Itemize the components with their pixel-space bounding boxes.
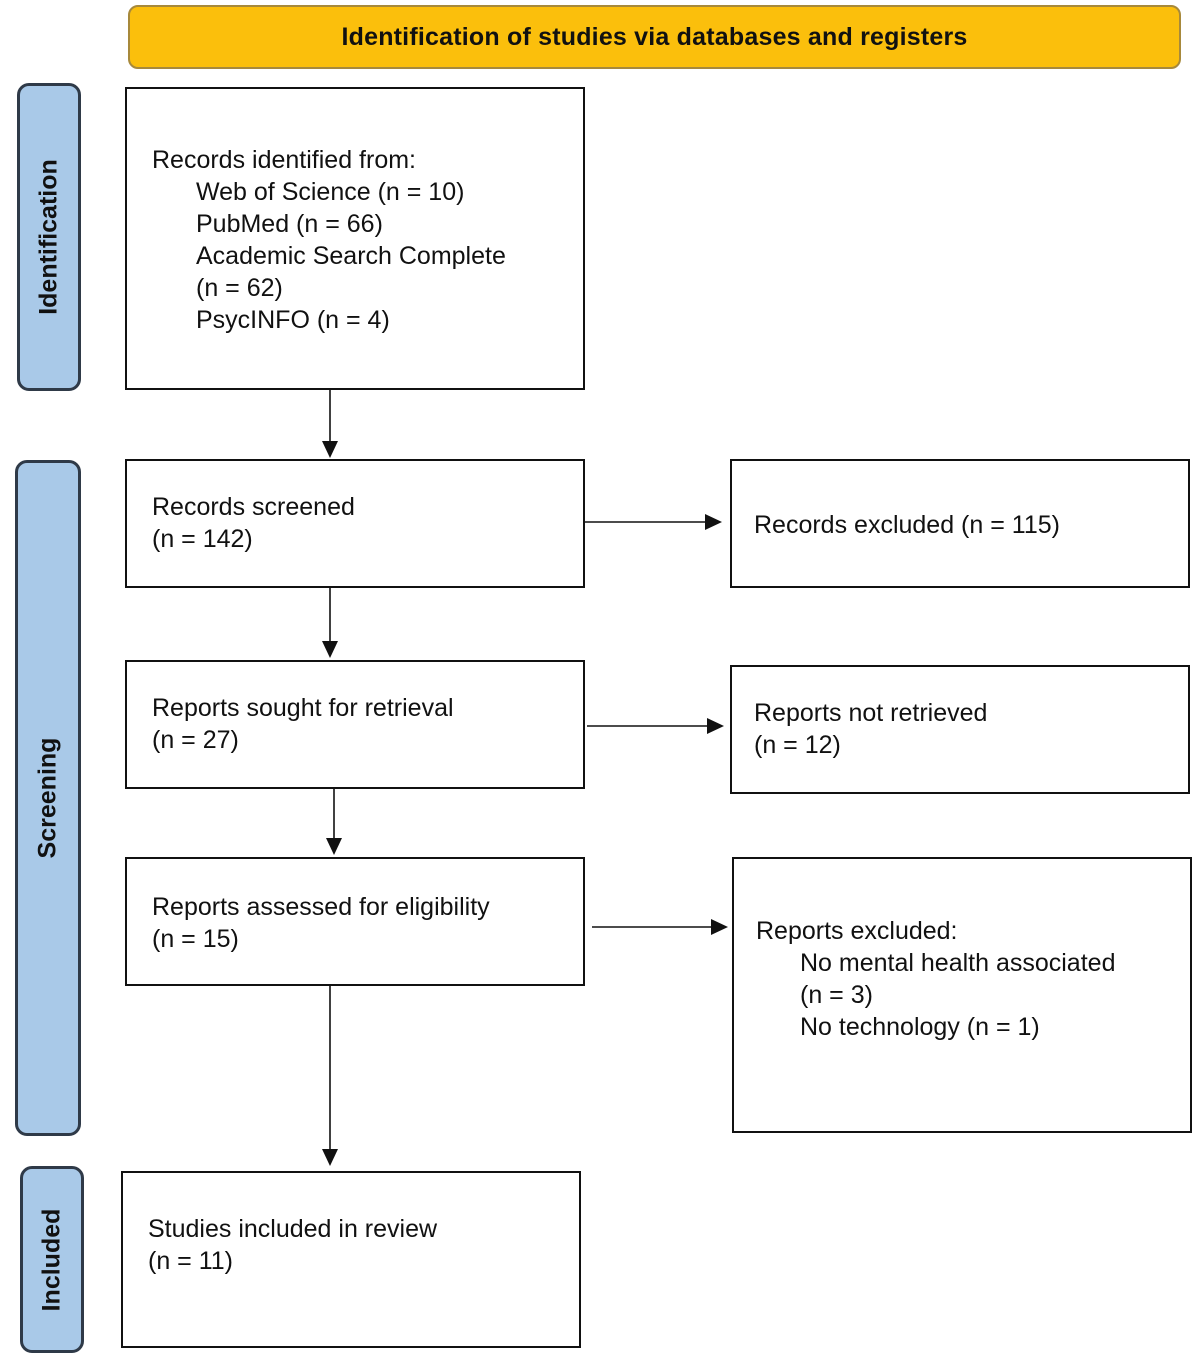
studies-included-count: (n = 11) [148,1247,233,1275]
reports-sought-box: Reports sought for retrieval (n = 27) [125,660,585,789]
arrowhead-down-1 [322,441,338,458]
studies-included-box: Studies included in review (n = 11) [121,1171,581,1348]
reason-no-mental-health: No mental health associated [800,949,1116,977]
arrowhead-down-2 [322,641,338,658]
reports-not-retrieved-label: Reports not retrieved [754,699,988,727]
records-identified-heading: Records identified from: [152,146,417,174]
phase-screening: Screening [15,460,81,1136]
phase-included: Included [20,1166,84,1353]
arrowhead-down-3 [326,838,342,855]
records-excluded-label: Records excluded (n = 115) [754,511,1060,539]
header-title: Identification of studies via databases … [341,22,968,51]
reports-assessed-count: (n = 15) [152,925,239,953]
reports-excluded-box: Reports excluded: No mental health assoc… [732,857,1192,1133]
arrowhead-right-2 [707,718,724,734]
phase-identification: Identification [17,83,81,391]
records-screened-label: Records screened [152,493,355,521]
arrowhead-down-4 [322,1149,338,1166]
studies-included-label: Studies included in review [148,1215,438,1243]
source-academic-search: Academic Search Complete [196,242,506,270]
records-identified-box: Records identified from: Web of Science … [125,87,585,390]
reports-sought-count: (n = 27) [152,726,239,754]
records-screened-count: (n = 142) [152,525,253,553]
source-pubmed: PubMed (n = 66) [196,210,383,238]
source-web-of-science: Web of Science (n = 10) [196,178,465,206]
arrowhead-right-3 [711,919,728,935]
header-banner: Identification of studies via databases … [128,5,1181,69]
source-academic-search-count: (n = 62) [196,274,283,302]
records-excluded-box: Records excluded (n = 115) [730,459,1190,588]
reports-not-retrieved-box: Reports not retrieved (n = 12) [730,665,1190,794]
reports-excluded-heading: Reports excluded: [756,917,958,945]
reports-assessed-label: Reports assessed for eligibility [152,893,490,921]
reports-sought-label: Reports sought for retrieval [152,694,454,722]
reason-no-technology: No technology (n = 1) [800,1013,1040,1041]
reports-not-retrieved-count: (n = 12) [754,731,841,759]
reports-assessed-box: Reports assessed for eligibility (n = 15… [125,857,585,986]
source-psycinfo: PsycINFO (n = 4) [196,306,390,334]
arrowhead-right-1 [705,514,722,530]
reason-no-mental-health-count: (n = 3) [800,981,873,1009]
records-screened-box: Records screened (n = 142) [125,459,585,588]
